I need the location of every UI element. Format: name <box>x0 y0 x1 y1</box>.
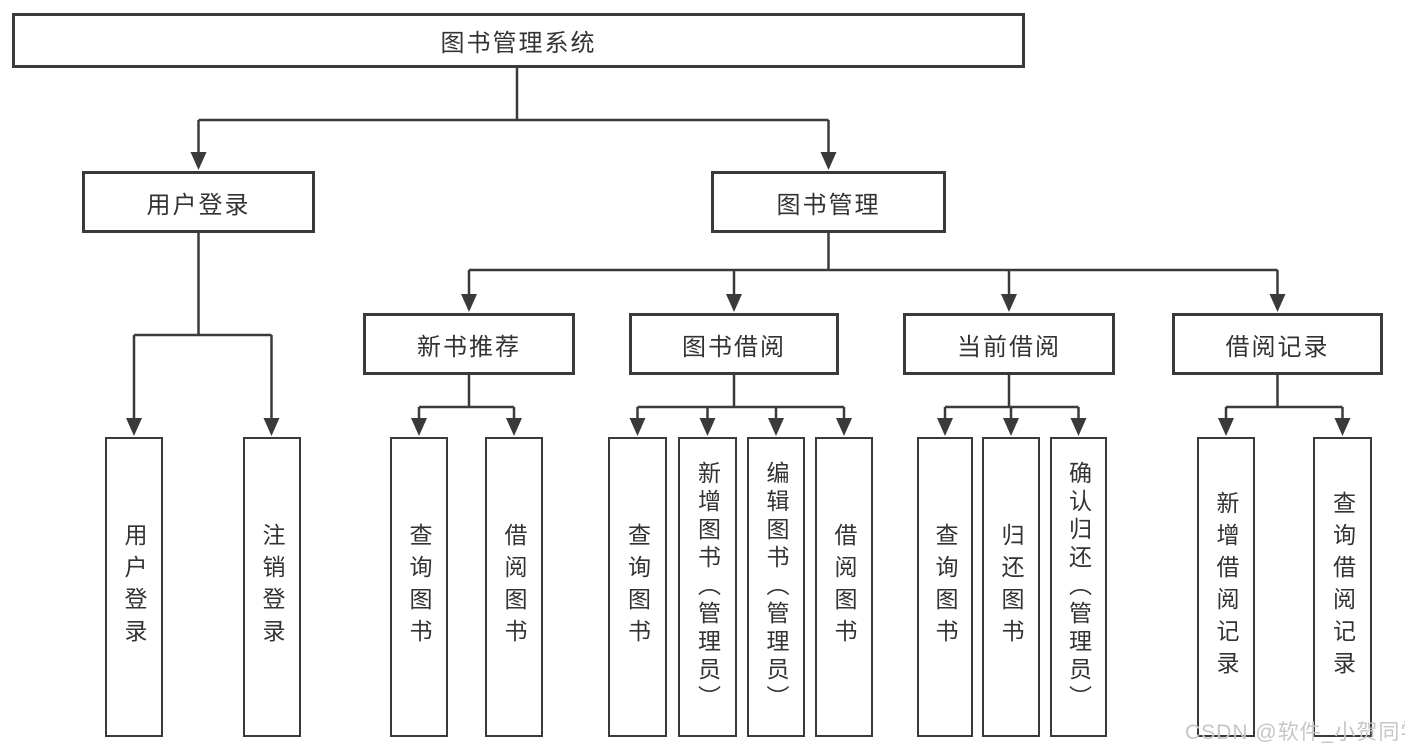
node-current-borrow: 当前借阅 <box>903 313 1115 375</box>
leaf-edit-books-admin: 编辑图书（管理员） <box>747 437 805 737</box>
leaf-query-borrow-record: 查询借阅记录 <box>1313 437 1372 737</box>
node-borrow-records: 借阅记录 <box>1172 313 1383 375</box>
leaf-borrow-books-recommend: 借阅图书 <box>485 437 543 737</box>
node-book-borrow: 图书借阅 <box>629 313 839 375</box>
watermark: CSDN @软件_小贺同学 <box>1185 721 1405 744</box>
leaf-add-books-admin: 新增图书（管理员） <box>678 437 737 737</box>
leaf-add-borrow-record: 新增借阅记录 <box>1197 437 1255 737</box>
node-book-management: 图书管理 <box>711 171 946 233</box>
leaf-borrow-books: 借阅图书 <box>815 437 873 737</box>
leaf-return-books: 归还图书 <box>982 437 1040 737</box>
node-library-system: 图书管理系统 <box>12 13 1025 68</box>
leaf-logout: 注销登录 <box>243 437 301 737</box>
leaf-query-books-recommend: 查询图书 <box>390 437 448 737</box>
leaf-query-books-borrow: 查询图书 <box>608 437 667 737</box>
node-user-login: 用户登录 <box>82 171 315 233</box>
arrowheads <box>126 152 1351 436</box>
leaf-confirm-return-admin: 确认归还（管理员） <box>1050 437 1107 737</box>
node-new-book-recommend: 新书推荐 <box>363 313 575 375</box>
leaf-user-login: 用户登录 <box>105 437 163 737</box>
leaf-query-books-current: 查询图书 <box>917 437 973 737</box>
